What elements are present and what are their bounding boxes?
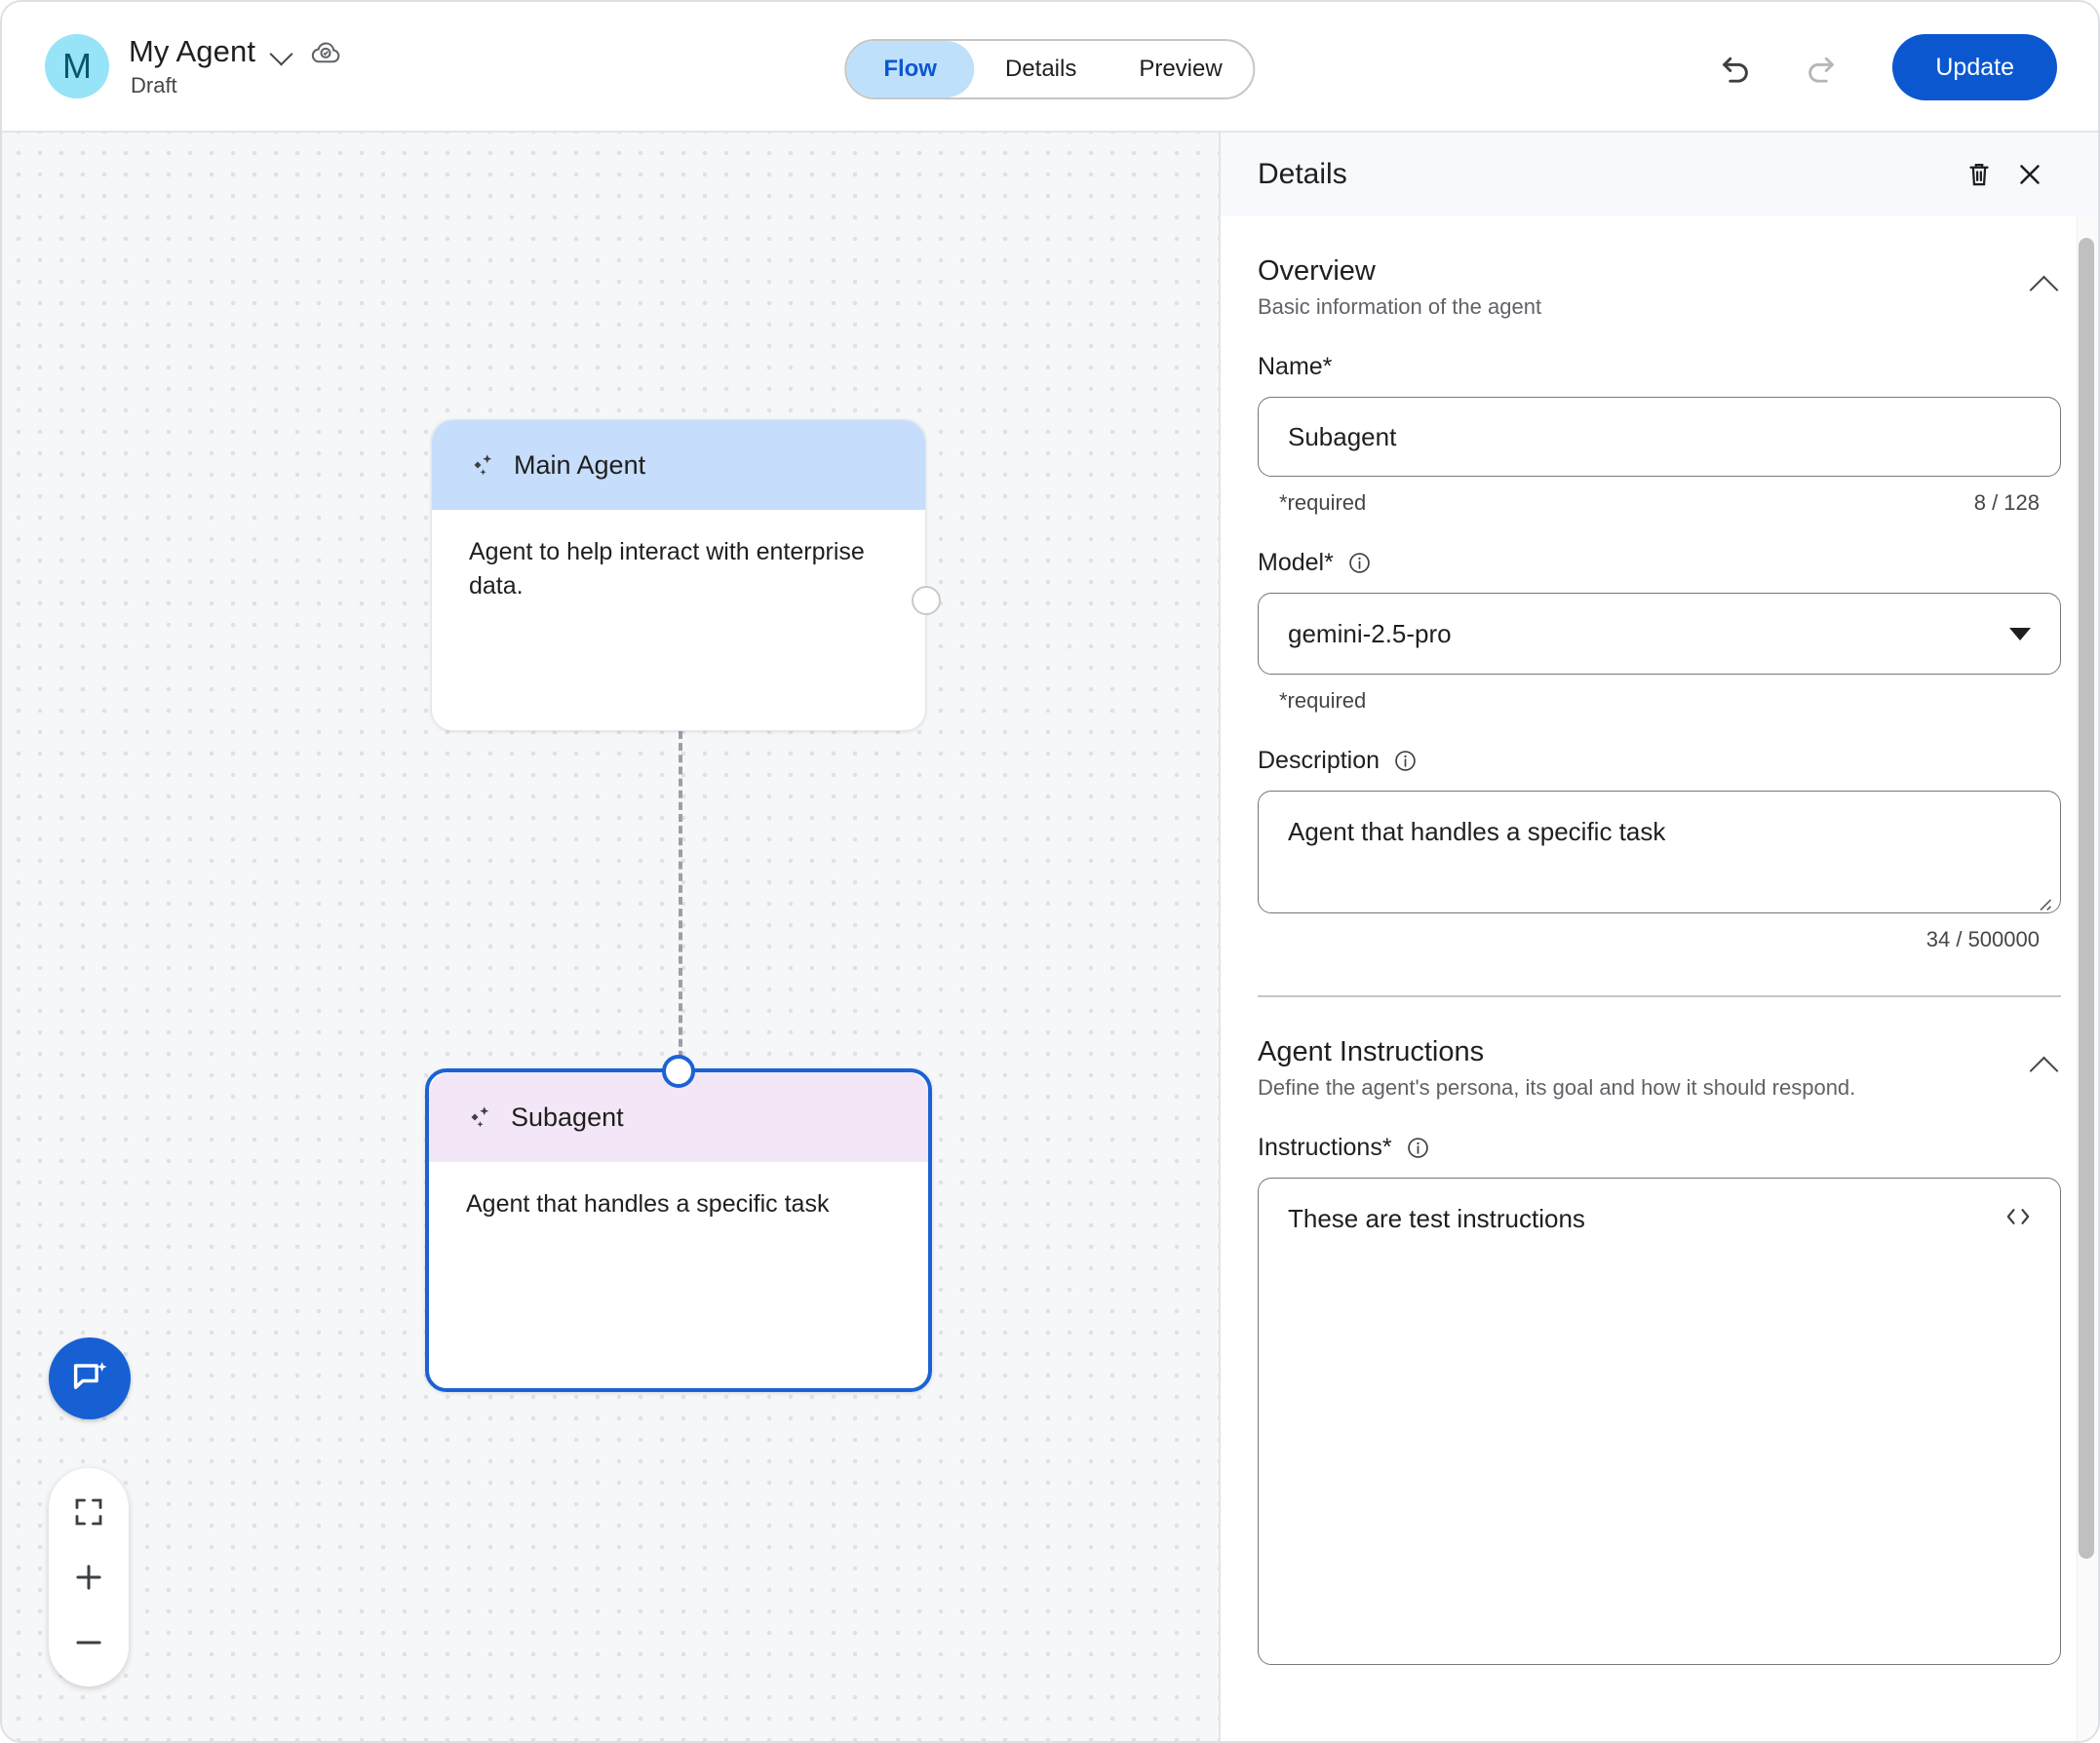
instructions-label: Instructions* — [1258, 1134, 1392, 1161]
node-description: Agent that handles a specific task — [466, 1190, 830, 1218]
node-header: Main Agent — [432, 420, 925, 510]
edge-main-to-subagent — [679, 731, 682, 1070]
info-icon[interactable] — [1392, 748, 1419, 774]
zoom-out-button[interactable] — [58, 1614, 120, 1671]
zoom-controls — [49, 1468, 129, 1686]
redo-icon[interactable] — [1791, 37, 1851, 97]
details-panel-header: Details — [1221, 133, 2098, 216]
field-description: Description Agent that handles a specifi… — [1258, 747, 2061, 952]
flow-canvas[interactable]: Main Agent Agent to help interact with e… — [2, 133, 1223, 1741]
section-subtitle: Define the agent's persona, its goal and… — [1258, 1075, 1856, 1100]
model-select[interactable]: gemini-2.5-pro — [1258, 593, 2061, 675]
update-button[interactable]: Update — [1892, 34, 2057, 100]
top-bar-actions: Update — [1705, 2, 2057, 133]
close-icon[interactable] — [2004, 149, 2055, 200]
node-input-port[interactable] — [662, 1055, 695, 1088]
view-tabs: Flow Details Preview — [844, 39, 1256, 99]
fit-to-screen-icon[interactable] — [58, 1484, 120, 1540]
zoom-in-button[interactable] — [58, 1549, 120, 1606]
tab-preview[interactable]: Preview — [1139, 56, 1223, 82]
field-label: Name* — [1258, 353, 2061, 381]
name-input[interactable]: Subagent — [1258, 397, 2061, 477]
field-name: Name* Subagent *required 8 / 128 — [1258, 353, 2061, 516]
flow-node-main-agent[interactable]: Main Agent Agent to help interact with e… — [431, 419, 941, 731]
section-subtitle: Basic information of the agent — [1258, 294, 1542, 319]
description-label: Description — [1258, 747, 1381, 774]
node-output-port[interactable] — [912, 586, 941, 615]
agent-brand: M My Agent Draft — [2, 34, 343, 98]
cloud-saved-icon — [308, 37, 343, 66]
field-label: Instructions* — [1258, 1134, 2061, 1162]
section-title: Agent Instructions — [1258, 1036, 1485, 1067]
instructions-textarea[interactable]: These are test instructions — [1258, 1178, 2061, 1665]
name-counter: 8 / 128 — [1973, 490, 2040, 515]
flow-node-subagent[interactable]: Subagent Agent that handles a specific t… — [425, 1055, 932, 1392]
name-input-value: Subagent — [1288, 421, 1397, 451]
description-value: Agent that handles a specific task — [1288, 817, 1666, 846]
chevron-up-icon[interactable] — [2028, 1050, 2061, 1083]
section-overview-header: Overview Basic information of the agent — [1258, 216, 2061, 320]
node-title: Main Agent — [514, 449, 646, 480]
section-title: Overview — [1258, 255, 1376, 287]
trash-icon[interactable] — [1954, 149, 2004, 200]
sparkle-icon — [466, 1103, 495, 1132]
description-counter: 34 / 500000 — [1925, 927, 2040, 951]
node-title: Subagent — [511, 1102, 624, 1132]
section-divider — [1258, 995, 2061, 997]
chevron-down-icon[interactable] — [269, 39, 294, 64]
agent-status: Draft — [131, 73, 177, 97]
chat-sparkle-icon[interactable] — [49, 1337, 131, 1419]
undo-icon[interactable] — [1705, 37, 1766, 97]
tab-flow[interactable]: Flow — [846, 41, 974, 97]
avatar: M — [45, 34, 109, 98]
sparkle-icon — [469, 450, 498, 480]
model-select-value: gemini-2.5-pro — [1288, 618, 1452, 648]
model-label: Model* — [1258, 549, 1334, 576]
model-hint-row: *required — [1258, 688, 2061, 714]
resize-handle[interactable] — [2035, 888, 2052, 911]
avatar-initial: M — [62, 46, 92, 86]
info-icon[interactable] — [1346, 550, 1373, 576]
details-panel: Details Overview Basic information of th… — [1219, 133, 2098, 1741]
details-panel-title: Details — [1258, 158, 1347, 190]
field-instructions: Instructions* These are test instruction… — [1258, 1134, 2061, 1665]
model-required-hint: *required — [1279, 688, 1367, 713]
description-hint-row: 34 / 500000 — [1258, 927, 2061, 952]
name-hint-row: *required 8 / 128 — [1258, 490, 2061, 516]
field-model: Model* gemini-2.5-pro *required — [1258, 549, 2061, 714]
node-description: Agent to help interact with enterprise d… — [469, 538, 865, 600]
chevron-down-icon — [2009, 627, 2031, 640]
panel-scrollbar-thumb[interactable] — [2079, 238, 2094, 1559]
description-textarea[interactable]: Agent that handles a specific task — [1258, 791, 2061, 913]
panel-scrollbar[interactable] — [2077, 216, 2098, 1741]
name-label: Name* — [1258, 353, 1333, 380]
code-brackets-icon[interactable] — [2002, 1204, 2035, 1236]
name-required-hint: *required — [1279, 490, 1367, 515]
instructions-value: These are test instructions — [1288, 1204, 1585, 1233]
page-title: My Agent — [129, 34, 256, 68]
top-bar: M My Agent Draft Flow — [2, 2, 2098, 133]
chevron-up-icon[interactable] — [2028, 269, 2061, 302]
field-label: Description — [1258, 747, 2061, 775]
tab-details[interactable]: Details — [1004, 56, 1077, 82]
details-panel-content[interactable]: Overview Basic information of the agent … — [1221, 216, 2098, 1741]
field-label: Model* — [1258, 549, 2061, 577]
info-icon[interactable] — [1405, 1135, 1431, 1161]
section-instructions-header: Agent Instructions Define the agent's pe… — [1258, 997, 2061, 1101]
